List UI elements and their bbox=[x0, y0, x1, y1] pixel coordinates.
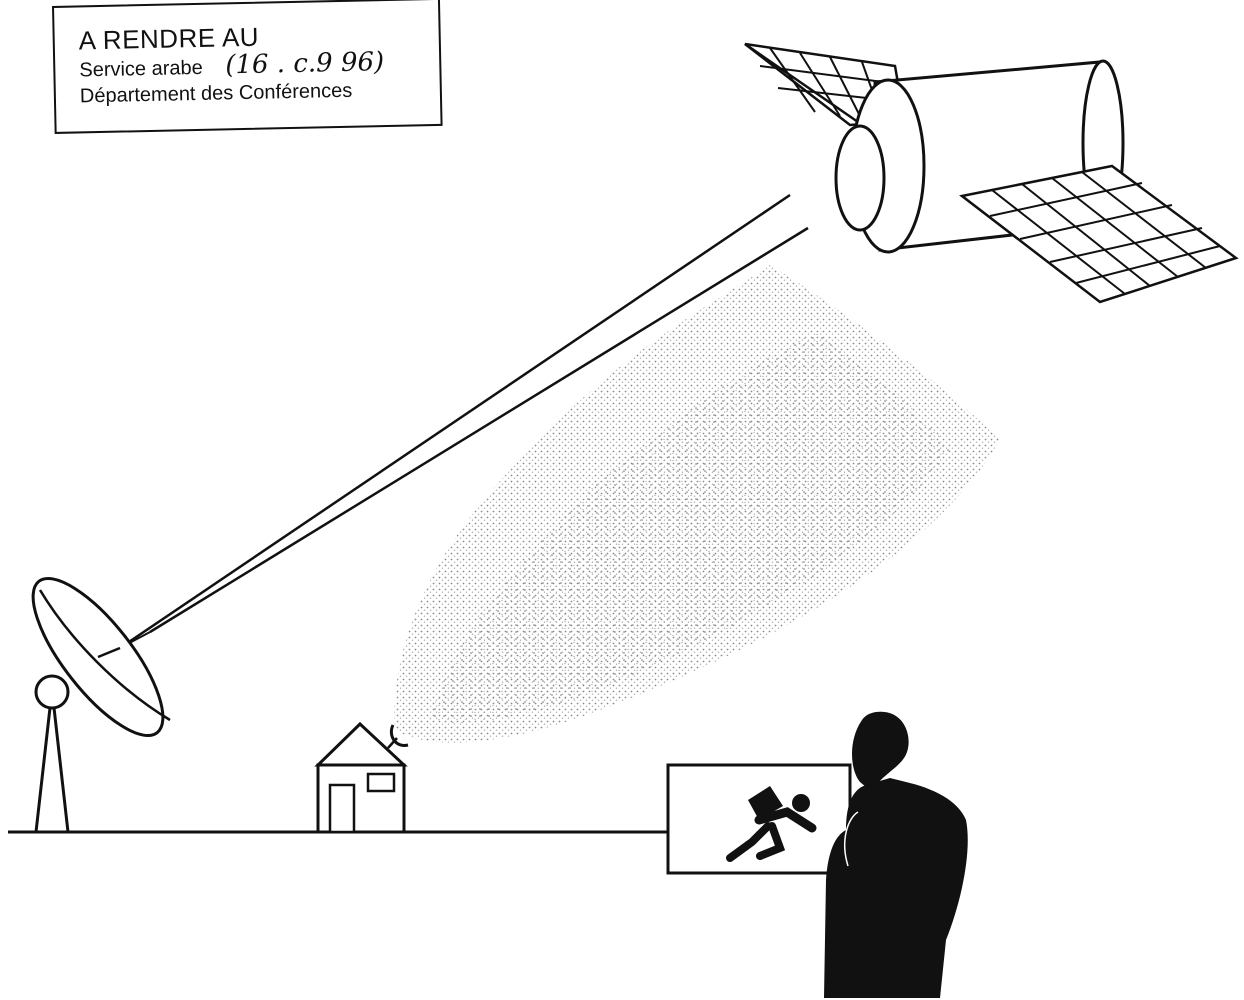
stamp-handwritten-ref: (16 . c.9 96) bbox=[224, 47, 385, 81]
return-stamp: A RENDRE AU Service arabe Département de… bbox=[52, 0, 443, 134]
viewer-figure-icon bbox=[824, 711, 968, 998]
broadcast-beam bbox=[394, 265, 1000, 743]
runner-pictogram-icon bbox=[726, 786, 817, 862]
satellite-icon bbox=[744, 42, 1239, 304]
stamp-department: Département des Conférences bbox=[79, 79, 353, 108]
uplink-dish-icon bbox=[31, 577, 171, 833]
house-icon bbox=[314, 721, 408, 834]
home-dish-icon bbox=[387, 724, 409, 749]
solar-panel-lower bbox=[959, 164, 1239, 304]
stamp-service: Service arabe bbox=[79, 56, 203, 82]
